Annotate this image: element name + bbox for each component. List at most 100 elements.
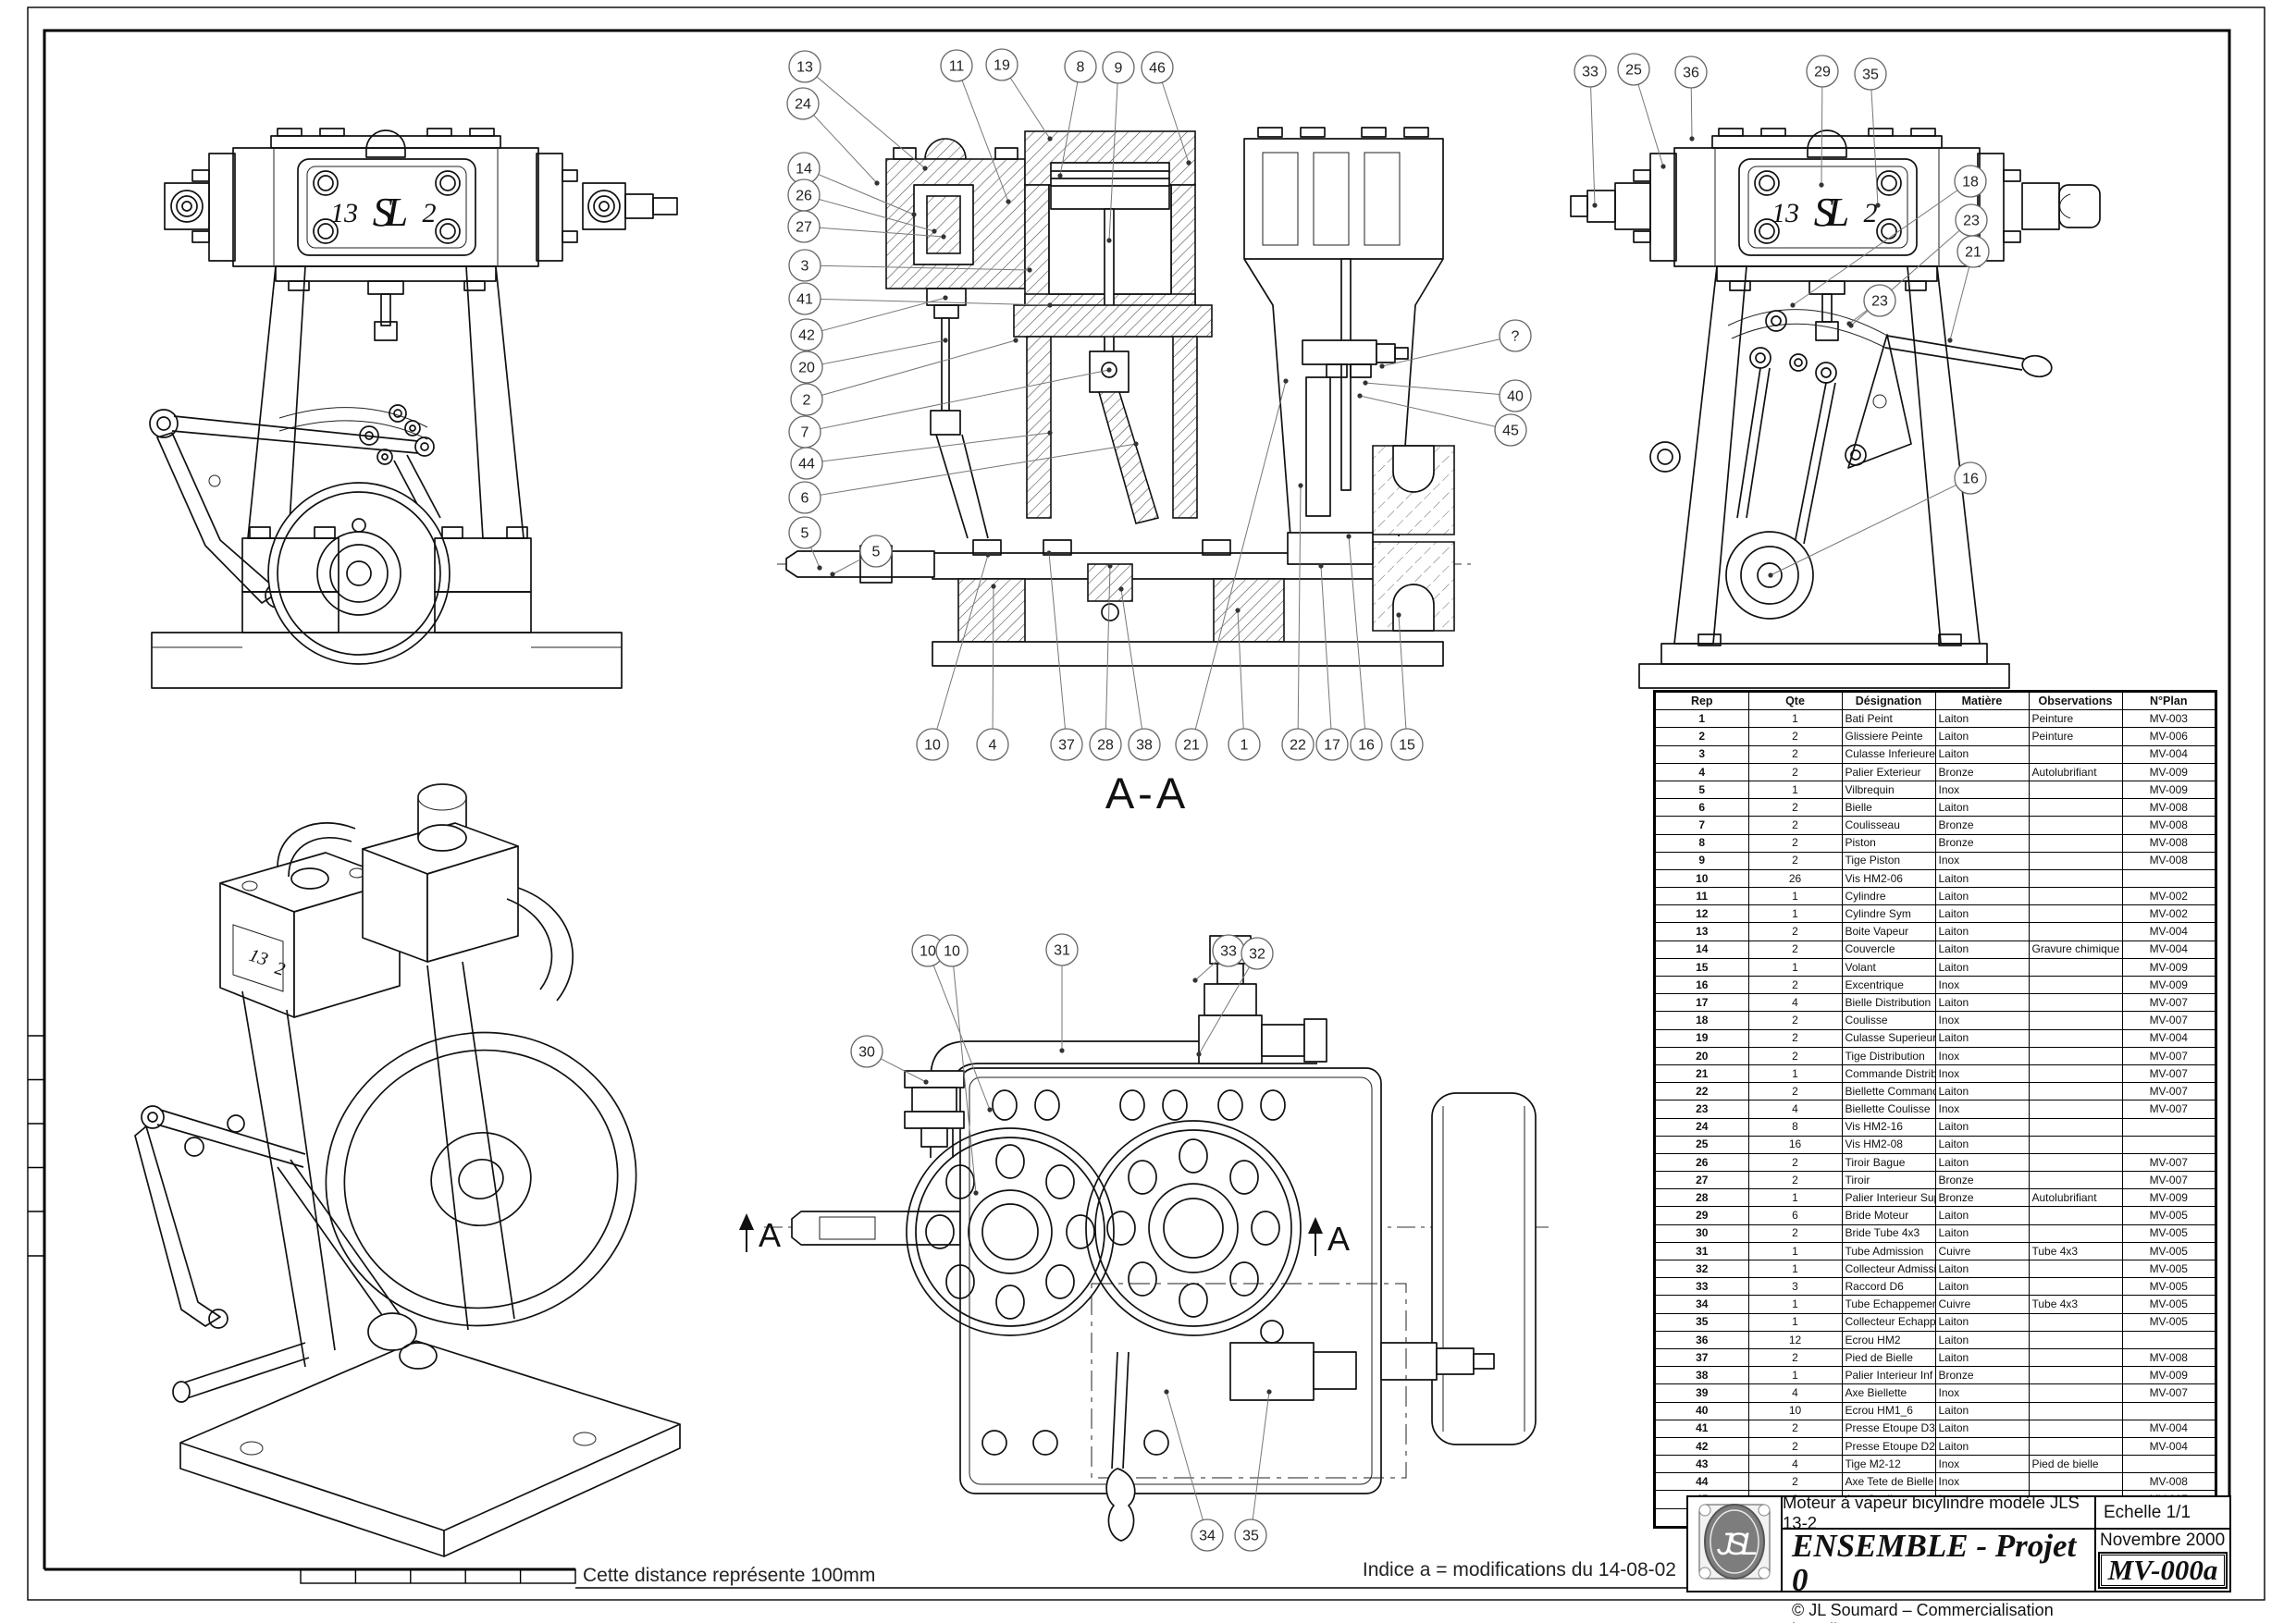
svg-text:22: 22: [1290, 738, 1306, 754]
table-cell: 11: [1654, 887, 1749, 906]
svg-text:3: 3: [801, 259, 809, 275]
table-cell: 42: [1654, 1436, 1749, 1457]
table-cell: [2028, 1366, 2123, 1385]
table-cell: [2121, 1401, 2216, 1420]
table-cell: 16: [1747, 1135, 1843, 1154]
svg-text:26: 26: [796, 189, 812, 204]
table-cell: Culasse Superieure: [1841, 1028, 1936, 1048]
table-cell: Tiroir: [1841, 1171, 1936, 1190]
table-cell: 33: [1654, 1277, 1749, 1297]
table-cell: Palier Exterieur: [1841, 762, 1936, 781]
table-cell: Laiton: [1934, 868, 2030, 889]
table-cell: MV-007: [2121, 1064, 2216, 1084]
table-cell: [2028, 1135, 2123, 1154]
table-cell: [2028, 1117, 2123, 1137]
table-cell: [2028, 1064, 2123, 1084]
balloon-29: 29: [1806, 55, 1839, 188]
table-cell: 25: [1654, 1135, 1749, 1154]
table-cell: MV-004: [2121, 922, 2216, 941]
table-cell: 1: [1747, 1241, 1843, 1261]
column-header: Désignation: [1841, 691, 1936, 711]
balloon-4: 4: [976, 584, 1009, 761]
table-cell: 1: [1747, 1312, 1843, 1332]
table-cell: Culasse Inferieure: [1841, 744, 1936, 764]
table-cell: 4: [1747, 1383, 1843, 1403]
table-cell: Glissiere Peinte: [1841, 727, 1936, 746]
table-cell: Bronze: [1934, 816, 2030, 835]
balloon-10: 10: [916, 552, 991, 761]
svg-text:16: 16: [1358, 738, 1375, 754]
balloon-35: 35: [1234, 1389, 1272, 1552]
table-cell: MV-007: [2121, 1171, 2216, 1190]
svg-text:19: 19: [994, 58, 1010, 74]
table-cell: Laiton: [1934, 904, 2030, 924]
table-cell: Cuivre: [1934, 1241, 2030, 1261]
table-cell: MV-008: [2121, 1347, 2216, 1368]
balloon-27: 27: [787, 210, 946, 243]
table-cell: 1: [1747, 1064, 1843, 1084]
table-cell: Inox: [1934, 851, 2030, 870]
table-cell: Autolubrifiant: [2028, 762, 2123, 781]
table-cell: 2: [1747, 1046, 1843, 1065]
svg-text:20: 20: [798, 361, 815, 376]
balloon-5: 5: [788, 516, 822, 571]
table-cell: 16: [1654, 975, 1749, 995]
balloon-36: 36: [1674, 55, 1708, 141]
table-cell: Laiton: [1934, 798, 2030, 818]
table-cell: 36: [1654, 1330, 1749, 1349]
table-cell: 2: [1747, 851, 1843, 870]
table-cell: 2: [1747, 816, 1843, 835]
table-cell: [2121, 1455, 2216, 1474]
table-cell: Laiton: [1934, 1419, 2030, 1438]
table-cell: Laiton: [1934, 940, 2030, 959]
column-header: Matière: [1934, 691, 2030, 711]
table-cell: Tube 4x3: [2028, 1241, 2123, 1261]
balloon-20: 20: [790, 338, 948, 384]
balloon-21: 21: [1175, 378, 1289, 761]
table-cell: Coulisseau: [1841, 816, 1936, 835]
svg-text:2: 2: [803, 393, 811, 409]
table-cell: [2028, 887, 2123, 906]
svg-text:34: 34: [1199, 1529, 1216, 1544]
table-cell: Coulisse: [1841, 1011, 1936, 1030]
balloon-9: 9: [1102, 51, 1135, 243]
table-cell: Laiton: [1934, 1436, 2030, 1457]
engraving-monogram: SL: [373, 190, 407, 235]
table-cell: Laiton: [1934, 1135, 2030, 1154]
table-cell: [2028, 1419, 2123, 1438]
balloon-33: 33: [1574, 55, 1607, 208]
table-cell: [2028, 744, 2123, 764]
table-cell: MV-009: [2121, 1188, 2216, 1208]
table-cell: Laiton: [1934, 1277, 2030, 1297]
view-front-elevation: 13 SL 2: [149, 128, 678, 689]
table-cell: MV-005: [2121, 1259, 2216, 1279]
table-cell: 2: [1747, 1419, 1843, 1438]
table-cell: Excentrique: [1841, 975, 1936, 995]
table-cell: 2: [1747, 1011, 1843, 1030]
svg-text:9: 9: [1115, 61, 1123, 77]
table-cell: 2: [1747, 727, 1843, 746]
table-cell: 6: [1747, 1206, 1843, 1225]
section-label: A-A: [1105, 768, 1190, 818]
table-cell: Inox: [1934, 1383, 2030, 1403]
table-cell: Laiton: [1934, 709, 2030, 729]
table-cell: MV-009: [2121, 957, 2216, 977]
table-cell: Tiroir Bague: [1841, 1152, 1936, 1173]
table-cell: 19: [1654, 1028, 1749, 1048]
table-cell: MV-009: [2121, 975, 2216, 995]
drawing-title: ENSEMBLE - Projet 0: [1792, 1528, 2077, 1598]
table-cell: [2028, 798, 2123, 818]
table-cell: 26: [1747, 868, 1843, 889]
balloon-24: 24: [786, 87, 880, 186]
table-cell: Laiton: [1934, 957, 2030, 977]
table-cell: Gravure chimique: [2028, 940, 2123, 959]
